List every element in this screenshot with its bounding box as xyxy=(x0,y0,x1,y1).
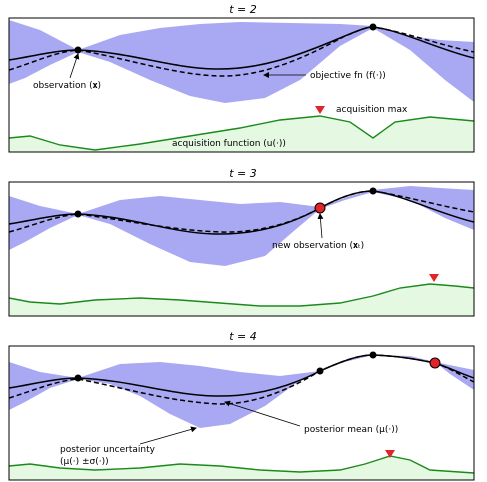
acquisition-max-marker xyxy=(429,274,439,282)
acquisition-function-fill xyxy=(9,284,474,316)
observation-point xyxy=(369,23,377,31)
acquisition-max-marker xyxy=(315,106,325,114)
posterior-uncertainty-formula: (μ(·) ±σ(·)) xyxy=(60,457,109,467)
panel-title: t = 2 xyxy=(229,3,257,16)
observation-point xyxy=(369,187,377,195)
acquisition-function-curve xyxy=(9,115,474,151)
acquisition-function-fill xyxy=(9,456,474,480)
observation-point xyxy=(74,210,82,218)
acquisition-function-fill xyxy=(9,116,474,152)
posterior-uncertainty-label: posterior uncertainty xyxy=(60,445,156,455)
observation-label: observation (𝐱) xyxy=(33,81,101,91)
new-observation-arrow xyxy=(317,213,324,239)
posterior-uncertainty-arrow xyxy=(139,426,197,445)
panel-frame xyxy=(8,345,475,481)
acquisition-function-curve xyxy=(9,283,474,307)
posterior-mean-curve xyxy=(9,26,474,77)
observation-point xyxy=(74,374,82,382)
acquisition-function-curve xyxy=(9,455,474,474)
acquisition-function-label: acquisition function (u(·)) xyxy=(172,139,286,149)
observation-point xyxy=(369,351,377,359)
new-observation-point xyxy=(429,357,441,369)
panel-title: t = 4 xyxy=(229,330,257,343)
panel-frame xyxy=(8,181,475,317)
observation-point xyxy=(74,46,82,54)
observation-arrow xyxy=(69,53,80,79)
posterior-mean-label: posterior mean (μ(·)) xyxy=(304,425,398,435)
posterior-mean-arrow xyxy=(224,400,301,427)
new-observation-label: new observation (𝐱ₜ) xyxy=(272,241,364,251)
objective-fn-label: objective fn (f(·)) xyxy=(310,71,386,81)
panel-t4: t = 4 posterior mean (μ(·)) posterior un… xyxy=(8,330,475,481)
panel-frame xyxy=(8,17,475,153)
panel-t2: t = 2 observation (𝐱) objective fn (f(·)… xyxy=(8,3,475,153)
acquisition-max-label: acquisition max xyxy=(336,105,408,115)
observation-point xyxy=(316,367,324,375)
new-observation-point xyxy=(314,202,326,214)
posterior-uncertainty-band xyxy=(9,20,474,103)
posterior-uncertainty-band xyxy=(9,186,474,266)
posterior-uncertainty-band xyxy=(9,354,474,428)
posterior-mean-curve xyxy=(9,354,474,405)
acquisition-max-marker xyxy=(385,450,395,458)
panel-title: t = 3 xyxy=(229,167,257,180)
panel-t3: t = 3 new observation (𝐱ₜ) xyxy=(8,167,475,317)
